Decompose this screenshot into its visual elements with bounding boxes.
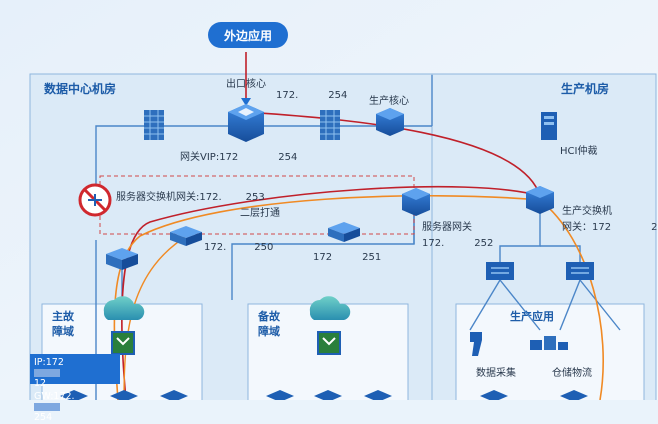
hci-label: HCI仲裁 bbox=[560, 144, 597, 157]
main-domain-title-2: 障域 bbox=[52, 324, 74, 338]
overlay-ip: IP:172 12 bbox=[34, 357, 64, 389]
vm-icon-main bbox=[111, 331, 135, 355]
prod-switch-label: 生产交换机 bbox=[562, 204, 612, 217]
access-switch-mid-icon[interactable] bbox=[170, 226, 202, 246]
production-core-switch-icon[interactable] bbox=[376, 108, 404, 136]
layer2-label: 二层打通 bbox=[240, 206, 280, 219]
vm-icon-backup bbox=[317, 331, 341, 355]
exit-core-label: 出口核心 bbox=[226, 77, 266, 90]
zone-title-dc: 数据中心机房 bbox=[44, 81, 116, 96]
orange-traffic-path bbox=[113, 194, 605, 400]
external-app-badge[interactable] bbox=[208, 22, 288, 48]
warehouse-icon bbox=[530, 336, 568, 350]
server-gateway-switch-icon[interactable] bbox=[402, 188, 430, 216]
backup-domain-title-1: 备故 bbox=[257, 309, 281, 323]
warehouse-label: 仓储物流 bbox=[552, 366, 592, 379]
ip-252-label: 172.252 bbox=[422, 238, 493, 249]
ip-info-overlay: IP:172 12 GW:172. 254 bbox=[30, 354, 120, 423]
server-gw-label: 服务器网关 bbox=[422, 220, 472, 233]
prod-core-label: 生产核心 bbox=[369, 94, 409, 107]
main-domain-title-1: 主故 bbox=[52, 309, 75, 323]
app-zone-title: 生产应用 bbox=[510, 309, 554, 323]
network-diagram: 数据中心机房 生产机房 主故 障域 备故 障域 生产应用 外边应用 出口核心 1… bbox=[0, 0, 658, 400]
firewall-icon-right bbox=[320, 110, 340, 140]
overlay-gw: GW:172. 254 bbox=[34, 391, 75, 423]
zone-title-prod: 生产机房 bbox=[561, 81, 609, 96]
data-collect-label: 数据采集 bbox=[476, 366, 516, 379]
scanner-icon bbox=[470, 332, 482, 356]
production-switch-icon[interactable] bbox=[526, 186, 554, 214]
access-switch-right-icon[interactable] bbox=[328, 222, 360, 242]
ip-250-label: 172.250 bbox=[204, 242, 273, 253]
backup-domain-title-2: 障域 bbox=[258, 324, 280, 338]
server-row-bottom bbox=[60, 390, 588, 400]
cloud-icon-backup bbox=[309, 296, 351, 320]
exit-core-switch-icon[interactable] bbox=[228, 104, 264, 142]
cloud-icon-main bbox=[103, 296, 145, 320]
prod-access-switch-left-icon[interactable] bbox=[486, 262, 514, 280]
prod-access-switch-right-icon[interactable] bbox=[566, 262, 594, 280]
external-app-label: 外边应用 bbox=[224, 28, 272, 43]
hci-server-icon bbox=[541, 112, 557, 140]
arrow-down-icon bbox=[241, 98, 251, 106]
server-switch-gw-label: 服务器交换机网关:172.253 bbox=[116, 190, 265, 203]
ip-254-label: 172.254 bbox=[276, 90, 347, 101]
access-switch-left-icon[interactable] bbox=[106, 248, 138, 270]
firewall-icon-left bbox=[144, 110, 164, 140]
blocked-router-icon bbox=[78, 183, 112, 217]
